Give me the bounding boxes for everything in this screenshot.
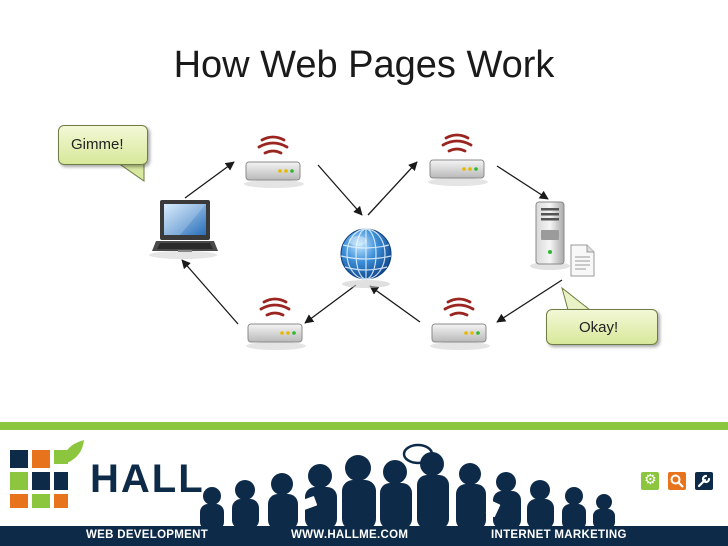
request-text: Gimme! xyxy=(71,136,124,153)
gear-icon: ⚙ xyxy=(644,472,657,488)
footer-website-link[interactable]: WWW.HALLME.COM xyxy=(291,529,409,541)
arrow-router-bottom-right-to-globe xyxy=(369,285,421,323)
globe-icon xyxy=(340,228,392,288)
server-icon xyxy=(530,201,570,270)
arrow-laptop-to-router-top-left xyxy=(184,161,235,199)
footer: HALL ⚙ xyxy=(0,430,728,546)
arrow-router-bottom-left-to-laptop xyxy=(181,259,239,325)
arrow-globe-to-router-bottom-left xyxy=(304,284,357,324)
wrench-icon xyxy=(697,474,711,488)
footer-accent-bar xyxy=(0,422,728,430)
wireless-router-icon xyxy=(244,135,304,188)
footer-left-label: WEB DEVELOPMENT xyxy=(86,529,209,541)
gear-button[interactable]: ⚙ xyxy=(641,472,659,490)
arrow-router-top-left-to-globe xyxy=(317,164,363,216)
response-text: Okay! xyxy=(579,319,619,336)
arrow-router-top-right-to-server xyxy=(496,165,549,200)
slide-title: How Web Pages Work xyxy=(173,44,555,86)
speech-bubble-request: Gimme! xyxy=(58,125,148,165)
wireless-router-icon xyxy=(428,133,488,186)
network-diagram xyxy=(116,133,595,350)
arrow-server-to-router-bottom-right xyxy=(496,279,563,323)
wireless-router-icon xyxy=(430,297,490,350)
community-silhouette-graphic xyxy=(200,443,615,528)
leaf-icon xyxy=(63,440,84,464)
document-icon xyxy=(570,244,595,277)
laptop-icon xyxy=(149,200,218,259)
speech-bubble-response: Okay! xyxy=(546,309,658,345)
search-button[interactable] xyxy=(668,472,686,490)
footer-strip xyxy=(0,526,728,546)
wireless-router-icon xyxy=(246,297,306,350)
speech-bubble-tail xyxy=(561,286,592,311)
search-icon xyxy=(670,474,684,488)
wrench-button[interactable] xyxy=(695,472,713,490)
brand-name: HALL xyxy=(90,457,205,501)
arrow-globe-to-router-top-right xyxy=(367,161,418,216)
footer-right-label: INTERNET MARKETING xyxy=(491,529,627,541)
speech-bubble-tail xyxy=(116,162,145,182)
connection-arrows xyxy=(181,161,563,325)
